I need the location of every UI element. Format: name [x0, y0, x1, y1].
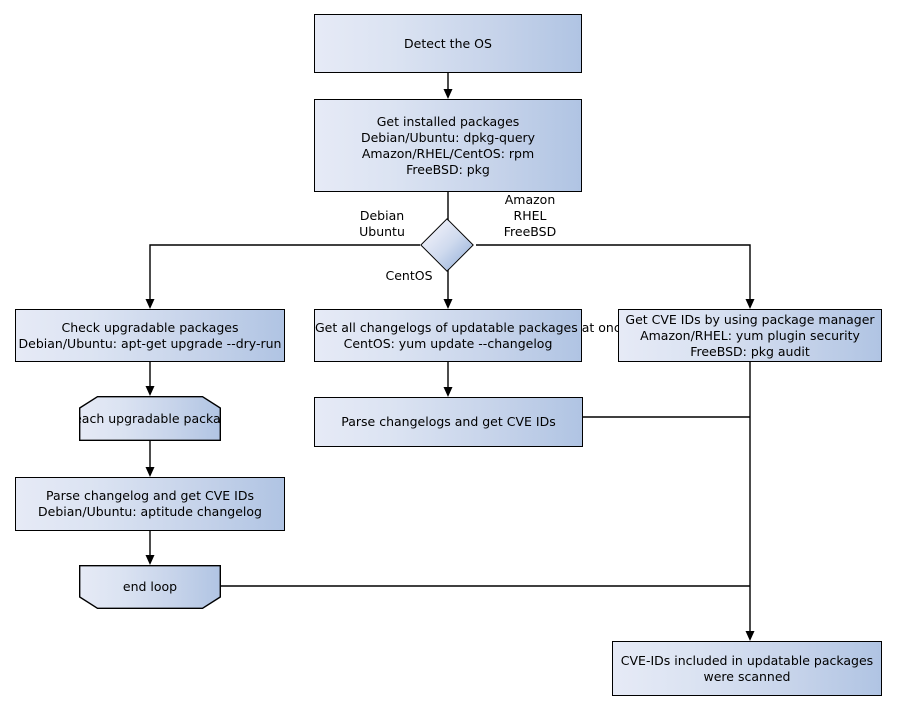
arrowhead	[443, 387, 453, 397]
edge-label-amazon-rhel-freebsd: Amazon RHEL FreeBSD	[490, 192, 570, 240]
node-line: Parse changelog and get CVE IDs	[46, 488, 254, 503]
edge-label-line: Debian	[359, 208, 405, 223]
arrowhead	[145, 386, 155, 396]
node-get-all-changelogs-text: Get all changelogs of updatable packages…	[315, 319, 629, 352]
arrowhead	[745, 299, 755, 309]
node-parse-changelog-single[interactable]: Parse changelog and get CVE IDs Debian/U…	[15, 477, 285, 531]
node-line: Get CVE IDs by using package manager	[625, 311, 875, 327]
node-get-cve-ids-pkg-manager[interactable]: Get CVE IDs by using package manager Ama…	[618, 309, 882, 362]
node-parse-changelog-single-text: Parse changelog and get CVE IDs Debian/U…	[16, 488, 284, 520]
node-line: Debian/Ubuntu: aptitude changelog	[38, 504, 262, 519]
node-get-installed-packages-text: Get installed packages Debian/Ubuntu: dp…	[315, 114, 581, 178]
edge-decision-right	[476, 244, 751, 302]
node-get-installed-packages[interactable]: Get installed packages Debian/Ubuntu: dp…	[314, 99, 582, 192]
node-detect-os[interactable]: Detect the OS	[314, 14, 582, 73]
edge-label-debian-ubuntu: Debian Ubuntu	[350, 208, 414, 240]
arrowhead	[145, 467, 155, 477]
node-line: CVE-IDs included in updatable packages	[620, 652, 874, 668]
node-line: FreeBSD: pkg audit	[690, 343, 810, 359]
edge-label-line: RHEL	[513, 208, 547, 223]
node-line: end loop	[122, 579, 178, 594]
arrowhead	[145, 299, 155, 309]
arrowhead	[443, 299, 453, 309]
node-end-loop-text: end loop	[123, 579, 177, 595]
node-scan-result[interactable]: CVE-IDs included in updatable packages w…	[612, 641, 882, 696]
node-line: CentOS: yum update --changelog	[343, 335, 553, 351]
node-line: Detect the OS	[404, 35, 492, 51]
node-line: were scanned	[703, 668, 791, 684]
node-line: Check upgradable packages	[61, 319, 239, 335]
node-foreach-loop-start-body: foreach upgradable packages	[79, 396, 221, 441]
node-line: Get all changelogs of updatable packages…	[315, 319, 629, 335]
arrowhead	[443, 89, 453, 99]
node-check-upgradable-text: Check upgradable packages Debian/Ubuntu:…	[16, 320, 284, 352]
node-line: FreeBSD: pkg	[406, 161, 490, 177]
edge-label-line: Ubuntu	[359, 224, 405, 239]
node-end-loop-body: end loop	[79, 565, 221, 609]
arrowhead	[145, 555, 155, 565]
edge-label-line: Amazon	[504, 192, 556, 207]
node-parse-changelogs-multi-text: Parse changelogs and get CVE IDs	[315, 414, 582, 430]
node-check-upgradable[interactable]: Check upgradable packages Debian/Ubuntu:…	[15, 309, 285, 362]
edge-decision-left	[149, 244, 420, 302]
node-get-all-changelogs[interactable]: Get all changelogs of updatable packages…	[314, 309, 629, 362]
node-line: Amazon/RHEL: yum plugin security	[640, 327, 860, 343]
edge-label-line: CentOS	[385, 268, 433, 283]
node-scan-result-text: CVE-IDs included in updatable packages w…	[613, 653, 881, 685]
node-parse-changelogs-multi[interactable]: Parse changelogs and get CVE IDs	[314, 397, 583, 447]
node-line: Parse changelogs and get CVE IDs	[341, 414, 556, 429]
edge-label-centos: CentOS	[378, 268, 440, 284]
node-line: Get installed packages	[376, 113, 520, 129]
node-line: Debian/Ubuntu: dpkg-query	[360, 129, 536, 145]
arrowhead	[745, 631, 755, 641]
node-detect-os-text: Detect the OS	[315, 36, 581, 52]
node-line: Amazon/RHEL/CentOS: rpm	[361, 145, 535, 161]
edge-label-line: FreeBSD	[503, 224, 557, 239]
node-get-cve-ids-pkg-manager-text: Get CVE IDs by using package manager Ama…	[619, 312, 881, 360]
node-foreach-loop-start[interactable]: foreach upgradable packages	[79, 396, 221, 441]
node-line: Debian/Ubuntu: apt-get upgrade --dry-run	[18, 335, 282, 351]
node-end-loop[interactable]: end loop	[79, 565, 221, 609]
node-foreach-loop-start-text: foreach upgradable packages	[79, 411, 221, 427]
